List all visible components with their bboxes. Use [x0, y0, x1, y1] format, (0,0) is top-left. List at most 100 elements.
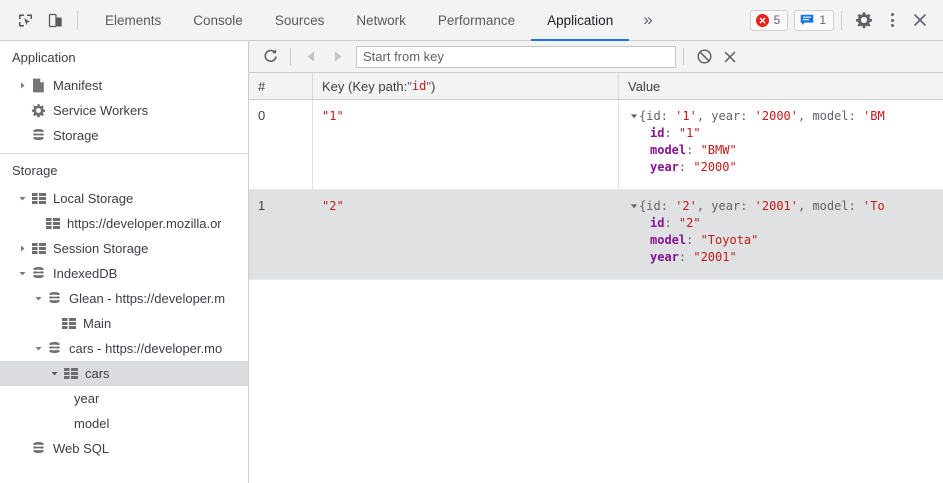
sidebar-item-main-objectstore[interactable]: Main: [0, 311, 248, 336]
object-preview: {id: '2', year: '2001', model: 'To: [628, 198, 943, 215]
database-icon: [30, 441, 47, 457]
property-value: "1": [678, 126, 701, 140]
chevron-down-icon[interactable]: [628, 108, 639, 120]
preview-value: '2000': [754, 109, 798, 123]
sidebar-item-cars-objectstore[interactable]: cars: [0, 361, 248, 386]
tab-label: Application: [547, 12, 614, 28]
tab-label: Performance: [437, 12, 516, 28]
chevron-down-icon[interactable]: [628, 198, 639, 210]
tab-network[interactable]: Network: [340, 0, 422, 40]
column-header-value[interactable]: Value: [619, 73, 943, 99]
tab-label: Elements: [105, 12, 162, 28]
sidebar-item-local-storage[interactable]: Local Storage: [0, 186, 248, 211]
property-value: "2001": [693, 250, 737, 264]
message-icon: [800, 14, 814, 26]
gear-icon: [30, 103, 47, 119]
close-icon[interactable]: [905, 5, 935, 35]
idb-datagrid: # Key (Key path: "id") Value 0: [249, 73, 943, 483]
sidebar-item-label: cars: [85, 366, 110, 381]
sidebar-item-label: year: [74, 391, 100, 406]
cell-value: {id: '1', year: '2000', model: 'BM id: "…: [619, 100, 943, 189]
object-property[interactable]: id: "1": [650, 126, 701, 140]
next-page-icon[interactable]: [324, 44, 350, 70]
error-count-badge[interactable]: 5: [749, 9, 789, 31]
sidebar-item-label: Main: [83, 316, 112, 331]
message-count: 1: [819, 13, 826, 27]
twisty-placeholder: [16, 443, 28, 455]
sidebar-item-label: Service Workers: [53, 103, 149, 118]
table-row[interactable]: 0 "1" {id: '1', year: '2000', model: 'BM: [249, 100, 943, 190]
preview-key: year: [711, 199, 741, 213]
gear-icon[interactable]: [849, 5, 879, 35]
object-property[interactable]: model: "BMW": [650, 143, 737, 157]
column-header-index[interactable]: #: [249, 73, 313, 99]
sidebar-item-index-model[interactable]: model: [0, 411, 248, 436]
sidebar-section-application-title: Application: [12, 50, 76, 65]
tab-sources[interactable]: Sources: [259, 0, 341, 40]
row-index: 0: [258, 108, 266, 123]
sidebar-item-label: Glean - https://developer.m: [69, 291, 226, 306]
column-header-key[interactable]: Key (Key path: "id"): [313, 73, 619, 99]
property-name: year: [650, 160, 679, 174]
device-toolbar-icon[interactable]: [40, 5, 70, 35]
error-count: 5: [773, 13, 781, 27]
sidebar-item-index-year[interactable]: year: [0, 386, 248, 411]
tab-label: Network: [356, 12, 406, 28]
tab-performance[interactable]: Performance: [422, 0, 531, 40]
tab-label: Sources: [274, 12, 325, 28]
object-property[interactable]: model: "Toyota": [650, 233, 759, 247]
delete-selected-icon[interactable]: [717, 44, 743, 70]
sidebar-item-local-storage-origin[interactable]: https://developer.mozilla.or: [0, 211, 248, 236]
sidebar-item-session-storage[interactable]: Session Storage: [0, 236, 248, 261]
sidebar-item-storage[interactable]: Storage: [0, 123, 248, 148]
previous-page-icon[interactable]: [298, 44, 324, 70]
inspect-element-icon[interactable]: [10, 5, 40, 35]
table-icon: [62, 366, 79, 382]
property-name: model: [650, 143, 687, 157]
more-tabs-icon[interactable]: »: [629, 0, 666, 40]
sidebar-item-glean-database[interactable]: Glean - https://developer.m: [0, 286, 248, 311]
preview-value: '2001': [754, 199, 798, 213]
sidebar-item-cars-database[interactable]: cars - https://developer.mo: [0, 336, 248, 361]
chevron-down-icon[interactable]: [16, 268, 28, 280]
kebab-menu-icon[interactable]: [879, 6, 905, 34]
chevron-down-icon[interactable]: [32, 343, 44, 355]
preview-key: id: [646, 109, 661, 123]
sidebar-item-label: cars - https://developer.mo: [69, 341, 223, 356]
chevron-down-icon[interactable]: [48, 368, 60, 380]
object-property[interactable]: year: "2000": [650, 160, 737, 174]
column-label-prefix: Key (Key path:: [322, 78, 408, 94]
tab-application[interactable]: Application: [531, 0, 630, 41]
property-name: id: [650, 126, 665, 140]
chevron-right-icon[interactable]: [16, 243, 28, 255]
sidebar-item-web-sql[interactable]: Web SQL: [0, 436, 248, 461]
sidebar-item-manifest[interactable]: Manifest: [0, 73, 248, 98]
column-keypath-value: id: [411, 78, 427, 93]
property-value: "Toyota": [700, 233, 759, 247]
object-property[interactable]: year: "2001": [650, 250, 737, 264]
table-row[interactable]: 1 "2" {id: '2', year: '2001', model: 'To: [249, 190, 943, 280]
object-property[interactable]: id: "2": [650, 216, 701, 230]
datagrid-body: 0 "1" {id: '1', year: '2000', model: 'BM: [249, 100, 943, 483]
clear-object-store-icon[interactable]: [691, 44, 717, 70]
sidebar-item-service-workers[interactable]: Service Workers: [0, 98, 248, 123]
more-tabs-label: »: [643, 10, 653, 29]
cell-value: {id: '2', year: '2001', model: 'To id: "…: [619, 190, 943, 279]
document-icon: [30, 78, 47, 94]
application-sidebar[interactable]: Application Manifest Service: [0, 41, 249, 483]
start-from-key-input[interactable]: [356, 45, 676, 68]
object-preview: {id: '1', year: '2000', model: 'BM: [628, 108, 943, 125]
chevron-right-icon[interactable]: [16, 80, 28, 92]
database-icon: [46, 291, 63, 307]
database-icon: [30, 266, 47, 282]
preview-value: '1': [675, 109, 697, 123]
sidebar-item-indexeddb[interactable]: IndexedDB: [0, 261, 248, 286]
tab-elements[interactable]: Elements: [89, 0, 177, 40]
refresh-icon[interactable]: [257, 44, 283, 70]
database-icon: [30, 128, 47, 144]
sidebar-item-label: Local Storage: [53, 191, 134, 206]
message-count-badge[interactable]: 1: [794, 9, 834, 31]
chevron-down-icon[interactable]: [32, 293, 44, 305]
tab-console[interactable]: Console: [177, 0, 259, 40]
chevron-down-icon[interactable]: [16, 193, 28, 205]
